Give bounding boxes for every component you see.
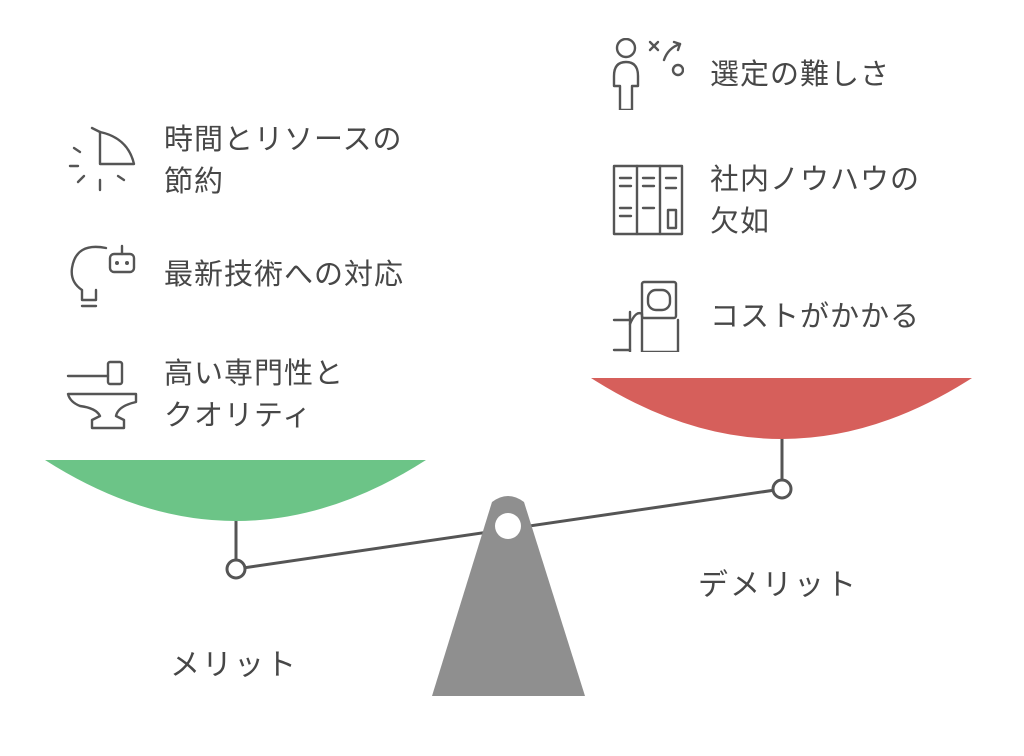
- fulcrum-pivot: [495, 513, 521, 539]
- left-joint: [225, 558, 247, 580]
- demerit-pan: [591, 378, 972, 439]
- demerit-item-3: コストがかかる: [612, 280, 920, 352]
- person-decision-icon: [612, 38, 684, 110]
- merit-pan: [45, 460, 426, 521]
- hand-money-icon: [612, 280, 680, 352]
- demerit-item-3-text: コストがかかる: [710, 299, 921, 333]
- demerit-item-1: 選定の難しさ: [612, 38, 890, 110]
- merit-item-2-text: 最新技術への対応: [164, 257, 405, 291]
- anvil-hammer-icon: [66, 360, 138, 430]
- merit-item-1: 時間とリソースの 節約: [66, 118, 403, 202]
- right-joint: [771, 478, 793, 500]
- bookshelf-icon: [612, 164, 684, 236]
- demerit-item-2-text: 社内ノウハウの 欠如: [710, 162, 921, 238]
- merit-item-3-text: 高い専門性と クオリティ: [164, 356, 345, 432]
- fulcrum: [432, 496, 585, 696]
- sundial-icon: [68, 126, 136, 192]
- demerit-item-1-text: 選定の難しさ: [710, 57, 891, 91]
- demerit-item-2: 社内ノウハウの 欠如: [612, 158, 920, 242]
- demerit-label: デメリット: [698, 568, 858, 603]
- merit-item-3: 高い専門性と クオリティ: [66, 352, 344, 436]
- merit-item-2: 最新技術への対応: [66, 238, 404, 310]
- lightbulb-robot-icon: [70, 244, 136, 308]
- merit-label: メリット: [170, 648, 298, 683]
- merit-item-1-text: 時間とリソースの 節約: [164, 122, 403, 198]
